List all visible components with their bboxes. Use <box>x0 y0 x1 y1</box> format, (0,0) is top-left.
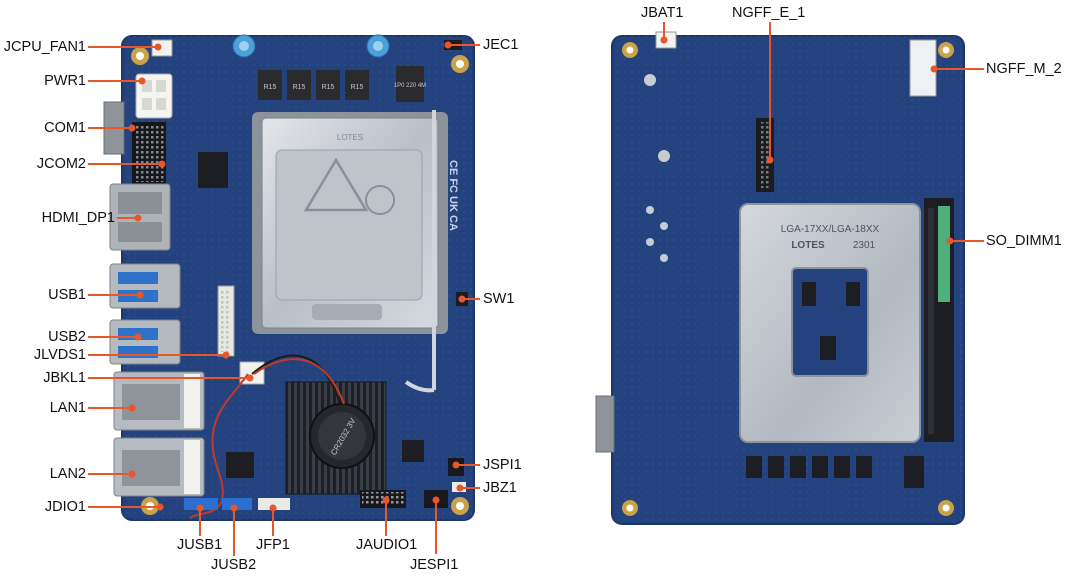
inductor-mark: R15 <box>264 84 277 91</box>
label-lan2: LAN2 <box>49 466 86 482</box>
plate-line1: LGA-17XX/LGA-18XX <box>781 224 880 235</box>
chip <box>226 452 254 478</box>
bottom-chip-row <box>746 456 924 488</box>
chip <box>402 440 424 462</box>
label-jcpu-fan1: JCPU_FAN1 <box>3 39 86 55</box>
label-jspi1: JSPI1 <box>483 457 522 473</box>
cert-marks: CE FC UK CA <box>447 160 459 231</box>
inductor-mark: R15 <box>293 84 306 91</box>
label-hdmi-dp1: HDMI_DP1 <box>41 210 115 226</box>
label-jaudio1: JAUDIO1 <box>356 537 418 553</box>
back-board: LGA-17XX/LGA-18XX LOTES 2301 <box>595 31 965 525</box>
label-jfp1: JFP1 <box>256 537 290 553</box>
label-jespi1: JESPI1 <box>410 557 459 573</box>
label-ngff-m-2: NGFF_M_2 <box>986 61 1062 77</box>
label-jbkl1: JBKL1 <box>43 370 86 386</box>
label-jcom2: JCOM2 <box>36 156 86 172</box>
front-board: R15 R15 R15 R15 1P0 220 4M LOTES CE FC U… <box>103 34 475 521</box>
socket-brand: LOTES <box>337 133 363 142</box>
label-jec1: JEC1 <box>483 37 519 53</box>
leader-lines <box>88 22 984 556</box>
label-jdio1: JDIO1 <box>44 499 86 515</box>
inductor-mark: R15 <box>351 84 364 91</box>
plate-brand: LOTES <box>791 240 825 251</box>
label-jlvds1: JLVDS1 <box>33 347 86 363</box>
label-ngff-e-1: NGFF_E_1 <box>732 5 806 21</box>
label-lan1: LAN1 <box>49 400 86 416</box>
usb-header <box>184 498 218 510</box>
label-jusb2: JUSB2 <box>211 557 257 573</box>
chip <box>198 152 228 188</box>
label-jbat1: JBAT1 <box>641 5 684 21</box>
label-pwr1: PWR1 <box>44 73 86 89</box>
label-com1: COM1 <box>44 120 86 136</box>
label-usb2: USB2 <box>48 329 86 345</box>
front-panel-header <box>258 498 290 510</box>
label-jbz1: JBZ1 <box>483 480 517 496</box>
plate-code: 2301 <box>853 240 876 251</box>
usb-header <box>222 498 252 510</box>
label-usb1: USB1 <box>48 287 86 303</box>
choke-mark: 1P0 220 4M <box>394 83 426 89</box>
label-jusb1: JUSB1 <box>177 537 223 553</box>
cpu-backplate: LGA-17XX/LGA-18XX LOTES 2301 <box>739 203 921 443</box>
inductor-row <box>258 66 424 102</box>
label-so-dimm1: SO_DIMM1 <box>986 233 1062 249</box>
label-sw1: SW1 <box>483 291 515 307</box>
inductor-mark: R15 <box>322 84 335 91</box>
cpu-socket: LOTES <box>252 110 448 393</box>
